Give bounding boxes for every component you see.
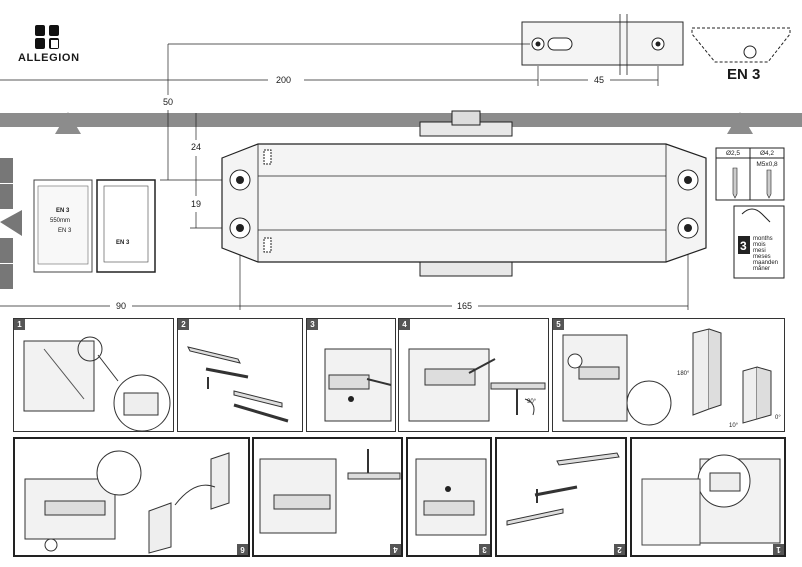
maintenance-line-4: meses: [753, 254, 771, 260]
step-panel-4: 4 90°: [398, 318, 549, 432]
angle-90: 90°: [527, 399, 537, 405]
en3-plate-icon: [691, 27, 791, 63]
step-illustration: [415, 458, 487, 536]
frame-marker-left: [55, 112, 81, 134]
dimension-90: 90: [114, 301, 129, 311]
maintenance-line-5: maanden: [753, 260, 779, 266]
angle-0: 0°: [775, 415, 781, 421]
step-illustration: [506, 452, 620, 526]
template-card-2: [96, 179, 156, 273]
step-illustration: [259, 449, 401, 534]
dimension-24: 24: [189, 142, 204, 152]
step-panel-b3: 3: [406, 437, 492, 557]
maintenance-line-6: måner: [753, 266, 771, 272]
language-tab-1[interactable]: [0, 158, 13, 184]
language-tab-3[interactable]: [0, 238, 13, 264]
angle-180: 180°: [677, 371, 690, 377]
maintenance-number: 3: [740, 239, 747, 253]
door-closer-body: [221, 110, 707, 277]
step-number: 2: [178, 319, 189, 330]
template-card-dim: 550mm: [50, 218, 71, 224]
dimension-45: 45: [592, 75, 607, 85]
frame-marker-right: [727, 112, 753, 134]
closer-dimension-drawing: [0, 14, 802, 310]
step-illustration: [324, 348, 392, 422]
allegion-logo-icon: [35, 25, 59, 49]
step-panel-b1: 1: [630, 437, 786, 557]
step-panel-b2: 2: [495, 437, 627, 557]
template-pointer-icon: [0, 210, 22, 236]
step-number: 5: [553, 319, 564, 330]
language-tab-2[interactable]: [0, 184, 13, 210]
screw-size-1: Ø2,5: [725, 150, 741, 157]
step-number: 4: [399, 319, 410, 330]
maintenance-line-2: mois: [753, 242, 766, 248]
step-panel-3: 3: [306, 318, 396, 432]
dimension-19: 19: [189, 199, 204, 209]
brand-name: ALLEGION: [18, 52, 80, 64]
step-panel-5: 5 180° 10° 0°: [552, 318, 785, 432]
standard-label: EN 3: [727, 66, 761, 83]
template-card-1: [33, 179, 93, 273]
angle-10: 10°: [729, 423, 739, 429]
step-panel-b6: 6: [13, 437, 250, 557]
step-number: 1: [14, 319, 25, 330]
maintenance-box: [733, 205, 785, 279]
step-number: 3: [307, 319, 318, 330]
dimension-200: 200: [274, 75, 294, 85]
step-illustration: [408, 348, 546, 422]
dimension-50: 50: [161, 97, 176, 107]
maintenance-line-3: mesi: [753, 248, 766, 254]
step-illustration: [641, 454, 781, 546]
screw-thread-2: M5x0,8: [756, 161, 778, 168]
template-card-line1: EN 3: [58, 228, 72, 234]
screw-size-2: Ø4,2: [759, 150, 775, 157]
step-panel-1: 1: [13, 318, 174, 432]
maintenance-line-1: months: [753, 236, 773, 242]
dimension-165: 165: [455, 301, 475, 311]
step-illustration: [24, 450, 230, 554]
door-frame-bar: [0, 113, 802, 127]
mounting-plate-top: [521, 14, 684, 75]
template-card-title: EN 3: [56, 208, 70, 214]
step-illustration: [562, 328, 772, 426]
step-illustration: [23, 336, 171, 431]
language-tab-4[interactable]: [0, 264, 13, 290]
screws-box: [715, 147, 785, 201]
step-panel-b4: 4: [252, 437, 403, 557]
step-panel-2: 2: [177, 318, 303, 432]
template-card-line2: EN 3: [116, 240, 130, 246]
step-illustration: [187, 346, 289, 423]
